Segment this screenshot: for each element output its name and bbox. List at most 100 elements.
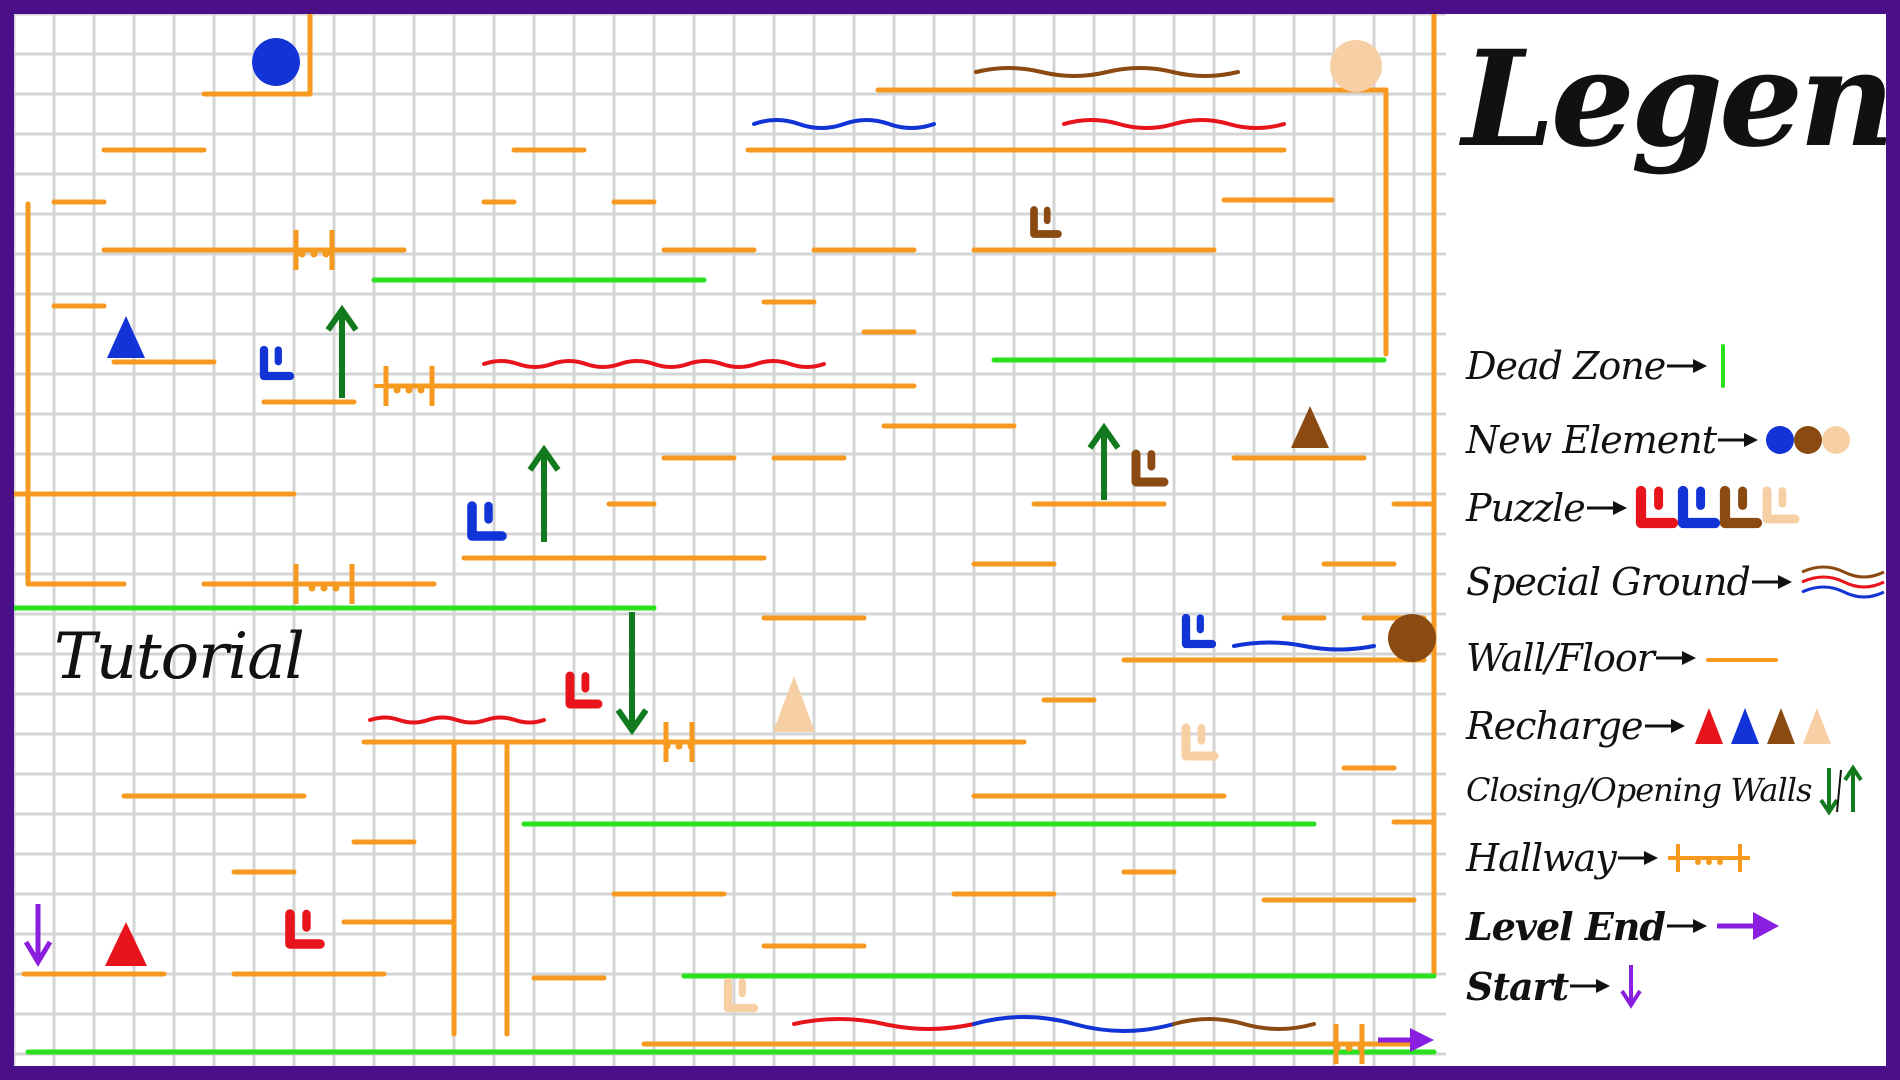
arrow-icon (1586, 501, 1627, 515)
new-element (1330, 40, 1382, 92)
puzzle (1131, 449, 1169, 487)
special-ground (752, 118, 936, 130)
legend-item-level-end: Level End (1466, 896, 1783, 956)
special-ground (974, 66, 1240, 78)
puzzle (259, 345, 295, 381)
closing-opening-wall (615, 708, 649, 736)
legend-label: New Element (1466, 418, 1717, 462)
hallway (308, 584, 316, 592)
hallway (675, 742, 683, 750)
arrow-icon (1617, 851, 1658, 865)
legend-label: Level End (1466, 903, 1666, 949)
recharge-icon (1691, 704, 1851, 748)
legend-item-puzzle: Puzzle (1466, 478, 1803, 538)
legend-label: Puzzle (1466, 486, 1586, 530)
puzzle (285, 909, 325, 949)
wall-floor-icon (1702, 648, 1782, 668)
objects-group (23, 38, 1436, 1064)
arrow-icon (1644, 719, 1685, 733)
legend-item-new-element: New Element (1466, 410, 1854, 470)
hallway (687, 742, 695, 750)
hallway (332, 584, 340, 592)
recharge (107, 316, 145, 358)
legend-label: Hallway (1466, 836, 1617, 880)
hallway (1357, 1044, 1365, 1052)
legend-item-closing-opening-walls: Closing/Opening Walls (1466, 760, 1865, 820)
puzzle (1181, 613, 1217, 649)
puzzle-icon (1762, 486, 1800, 524)
board: Tutorial Legend Dead Zone New Element Pu… (14, 14, 1886, 1066)
hallway (417, 386, 425, 394)
arrow-icon (1667, 359, 1708, 373)
legend-item-dead-zone: Dead Zone (1466, 336, 1733, 396)
recharge (105, 922, 147, 966)
puzzle (1181, 723, 1219, 761)
special-ground (1232, 640, 1376, 652)
level-end-icon (1713, 906, 1783, 946)
puzzle (467, 501, 507, 541)
legend-label: Recharge (1466, 704, 1643, 748)
hallway-icon (1664, 840, 1754, 876)
puzzle-icon (1633, 483, 1803, 533)
tutorial-label: Tutorial (54, 620, 305, 694)
legend-title: Legend (1462, 22, 1886, 177)
legend-panel: Legend Dead Zone New Element Puzzle Spec… (1446, 14, 1886, 1066)
puzzle (723, 977, 759, 1013)
hallway (310, 250, 318, 258)
recharge (773, 676, 815, 732)
hallway (1333, 1044, 1341, 1052)
level-map (14, 14, 1446, 1066)
hallway (320, 584, 328, 592)
puzzle-icon (1719, 485, 1762, 529)
wall-floor-group (14, 14, 1437, 1047)
special-ground (1172, 1017, 1316, 1031)
legend-item-recharge: Recharge (1466, 696, 1851, 756)
arrow-icon (1718, 433, 1758, 447)
legend-label: Dead Zone (1466, 344, 1666, 388)
start-icon (1616, 961, 1646, 1011)
new-element-icon (1764, 422, 1854, 458)
arrow-icon (1570, 979, 1611, 993)
dead-zone-icon (1713, 341, 1733, 391)
closing-opening-walls-icon (1817, 762, 1865, 818)
special-ground (972, 1015, 1176, 1033)
legend-label: Closing/Opening Walls (1466, 771, 1812, 809)
arrow-icon (1751, 575, 1792, 589)
puzzle (565, 671, 603, 709)
hallway (405, 386, 413, 394)
puzzle-icon (1635, 485, 1678, 529)
special-ground (1062, 118, 1286, 130)
hallway (393, 386, 401, 394)
hallway (663, 742, 671, 750)
hallway (1345, 1044, 1353, 1052)
legend-item-wall-floor: Wall/Floor (1466, 628, 1782, 688)
closing-opening-wall (527, 444, 561, 472)
special-ground (482, 359, 826, 369)
recharge (1291, 406, 1329, 448)
new-element (252, 38, 300, 86)
special-ground (792, 1017, 976, 1031)
grid (14, 14, 1446, 1066)
closing-opening-wall (325, 304, 359, 332)
special-ground-icon (1798, 562, 1886, 602)
hallway (322, 250, 330, 258)
special-ground (368, 715, 546, 725)
dead-zone-group (14, 277, 1437, 1055)
start (23, 940, 53, 967)
closing-opening-wall (1087, 422, 1121, 450)
legend-item-start: Start (1466, 956, 1646, 1016)
legend-label: Start (1466, 963, 1569, 1009)
special-ground-group (368, 66, 1376, 1033)
level-end (1410, 1028, 1434, 1052)
hallway (298, 250, 306, 258)
puzzle (1030, 206, 1062, 238)
new-element (1388, 614, 1436, 662)
legend-item-hallway: Hallway (1466, 828, 1754, 888)
arrow-icon (1666, 919, 1707, 933)
puzzle-icon (1677, 485, 1720, 529)
legend-item-special-ground: Special Ground (1466, 552, 1886, 612)
legend-label: Special Ground (1466, 560, 1751, 604)
arrow-icon (1655, 651, 1696, 665)
legend-label: Wall/Floor (1466, 636, 1655, 680)
